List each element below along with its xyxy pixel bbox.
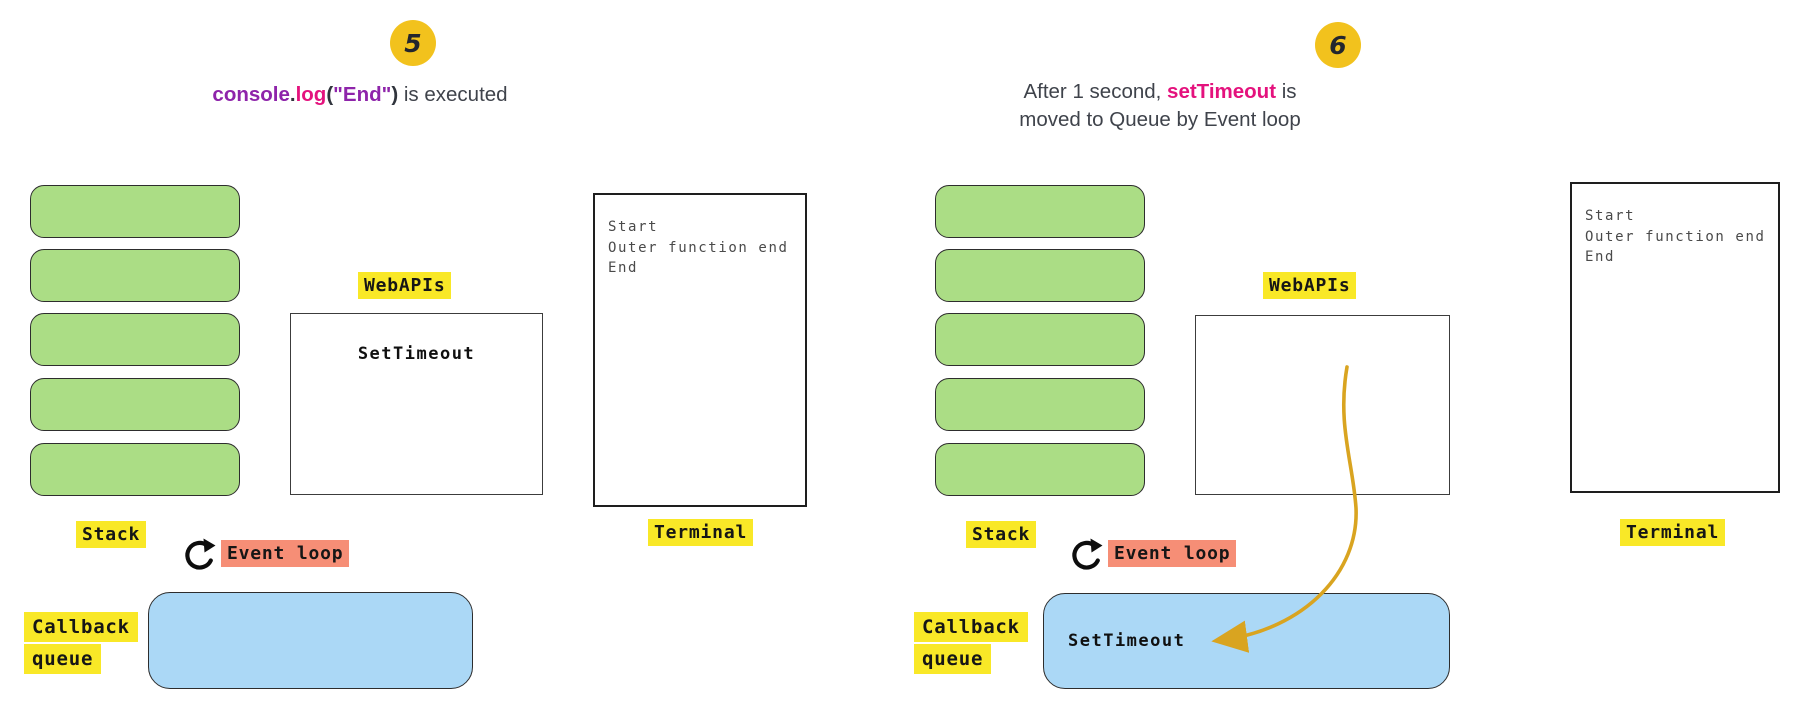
stack-label: Stack [966,521,1037,548]
terminal-output: Start Outer function end End [593,193,807,507]
stack-frame [935,378,1145,431]
stack-frame [30,185,240,238]
webapis-box: SetTimeout [290,313,543,495]
event-loop-cycle-icon [185,538,216,570]
callback-queue-label-line: Callback [914,612,1028,642]
terminal-line: Start [1585,208,1636,224]
stack-frame [30,443,240,496]
terminal-line: End [608,260,639,276]
stack-frame [935,443,1145,496]
webapis-box-content: SetTimeout [357,344,476,364]
callback-queue-content: SetTimeout [1068,631,1186,651]
terminal-line: Outer function end [608,239,789,256]
step-caption: console.log("End") is executed [212,83,508,106]
callback-queue-label: Callback queue [914,612,1028,676]
terminal-label: Terminal [648,519,754,546]
stack-frame [935,185,1145,238]
event-loop-label: Event loop [1108,540,1237,567]
callback-queue-box [148,592,473,689]
panel-step-5: 5 console.log("End") is executed WebAPIs… [24,20,807,689]
terminal-line: End [1585,249,1616,265]
panel-step-6: 6 After 1 second, setTimeout is moved to… [906,0,1812,717]
step-caption: After 1 second, setTimeout is moved to Q… [910,78,1410,134]
step-number-badge: 5 [390,20,436,66]
terminal-line: Start [608,219,659,235]
step-caption-line: After 1 second, setTimeout is [1023,80,1297,103]
stack-frame [30,378,240,431]
step-caption-line: moved to Queue by Event loop [1019,108,1301,131]
terminal-line: Outer function end [1585,228,1766,245]
webapis-label: WebAPIs [358,272,452,299]
stack-frame [935,249,1145,302]
callback-queue-label-line: queue [24,644,102,674]
stack-frame [30,313,240,366]
stack-frame [30,249,240,302]
callback-queue-label-line: Callback [24,612,138,642]
callback-queue-label: Callback queue [24,612,138,676]
step-number-badge: 6 [1315,22,1361,68]
stack-frame [935,313,1145,366]
stack-label: Stack [76,521,147,548]
webapis-label: WebAPIs [1263,272,1357,299]
event-loop-label: Event loop [221,540,350,567]
event-loop-cycle-icon [1072,538,1103,570]
webapis-box [1195,315,1450,495]
terminal-label: Terminal [1620,519,1726,546]
callback-queue-label-line: queue [914,644,992,674]
terminal-output: Start Outer function end End [1570,182,1780,493]
callback-queue-box: SetTimeout [1043,593,1450,689]
